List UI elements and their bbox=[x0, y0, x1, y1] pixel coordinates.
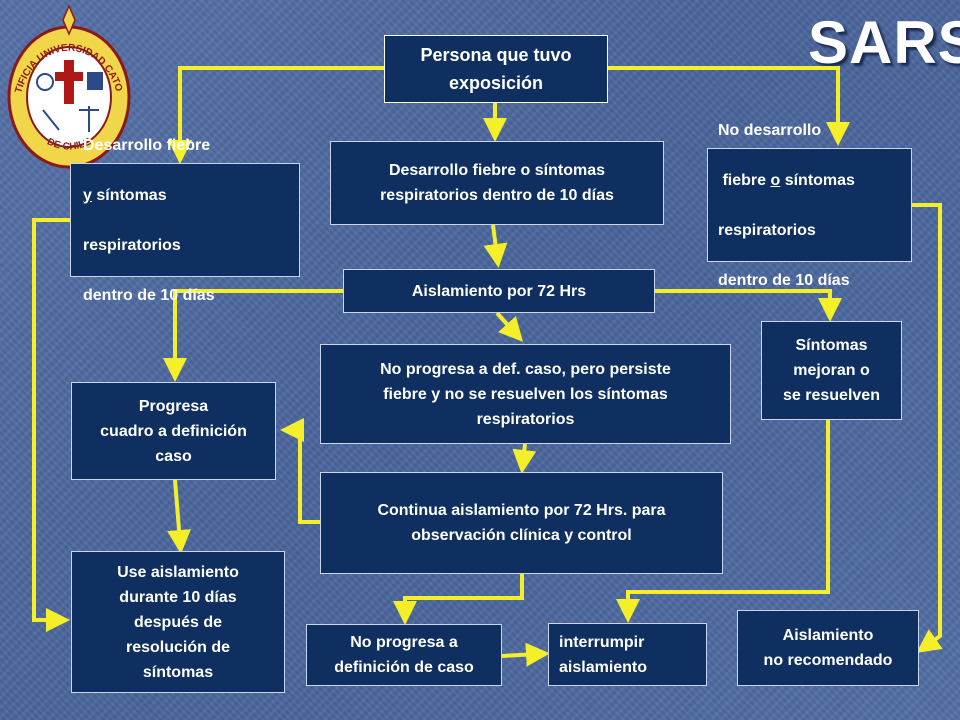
svg-text:DE CHILE: DE CHILE bbox=[45, 136, 93, 152]
no-fever-line1: No desarrollo bbox=[718, 121, 822, 139]
fever-and-line4: dentro de 10 días bbox=[83, 286, 215, 304]
node-not-recommended: Aislamiento no recomendado bbox=[737, 610, 919, 686]
node-exposure: Persona que tuvo exposición bbox=[384, 35, 608, 103]
node-progress-case: Progresa cuadro a definición caso bbox=[71, 382, 276, 480]
node-symptoms-improve: Síntomas mejoran o se resuelven bbox=[761, 321, 902, 420]
arrow-improve-to-interrupt bbox=[616, 420, 830, 623]
node-fever-or-symptoms: Desarrollo fiebre o síntomas respiratori… bbox=[330, 141, 664, 225]
node-use-isolation: Use aislamiento durante 10 días después … bbox=[71, 551, 285, 693]
arrow-exposure-to-fever-and bbox=[168, 66, 384, 164]
no-fever-line3: respiratorios bbox=[718, 221, 816, 239]
node-isolation-72: Aislamiento por 72 Hrs bbox=[343, 269, 655, 313]
fever-and-line2: y síntomas bbox=[83, 186, 167, 204]
node-no-progress-case: No progresa a definición de caso bbox=[306, 624, 502, 686]
fever-and-line3: respiratorios bbox=[83, 236, 181, 254]
arrow-continue-to-no-progress bbox=[393, 574, 524, 625]
arrow-no-fever-to-not-recommended bbox=[912, 203, 943, 653]
arrow-persist-to-continue bbox=[512, 443, 537, 474]
slide-title: SARS bbox=[808, 9, 960, 76]
node-no-progress-persist: No progresa a def. caso, pero persiste f… bbox=[320, 344, 731, 444]
arrow-no-progress-to-interrupt bbox=[501, 642, 550, 667]
arrow-continue-to-progress bbox=[280, 418, 320, 524]
arrow-isolation-to-persist bbox=[495, 311, 524, 342]
arrow-progress-to-use bbox=[167, 479, 191, 554]
arrow-fever-and-to-use bbox=[32, 218, 70, 632]
fever-and-line1: Desarrollo fiebre bbox=[83, 136, 211, 154]
arrow-isolation-to-improve bbox=[655, 289, 842, 322]
university-seal-icon: PONTIFICIA UNIVERSIDAD CATOLICA DE CHILE bbox=[3, 2, 131, 169]
no-fever-line4: dentro de 10 días bbox=[718, 271, 850, 289]
arrow-exposure-to-no-fever bbox=[608, 66, 850, 146]
node-fever-and-symptoms: Desarrollo fiebre y síntomas respiratori… bbox=[70, 137, 300, 304]
node-continue-isolation: Continua aislamiento por 72 Hrs. para ob… bbox=[320, 472, 723, 574]
arrow-isolation-to-progress bbox=[163, 289, 343, 382]
arrow-fever-or-to-isolation bbox=[483, 224, 508, 268]
node-no-fever: No desarrollo fiebre o síntomas respirat… bbox=[707, 122, 912, 289]
node-interrupt: interrumpir aislamiento bbox=[548, 623, 707, 686]
no-fever-line2: fiebre o síntomas bbox=[718, 171, 855, 189]
